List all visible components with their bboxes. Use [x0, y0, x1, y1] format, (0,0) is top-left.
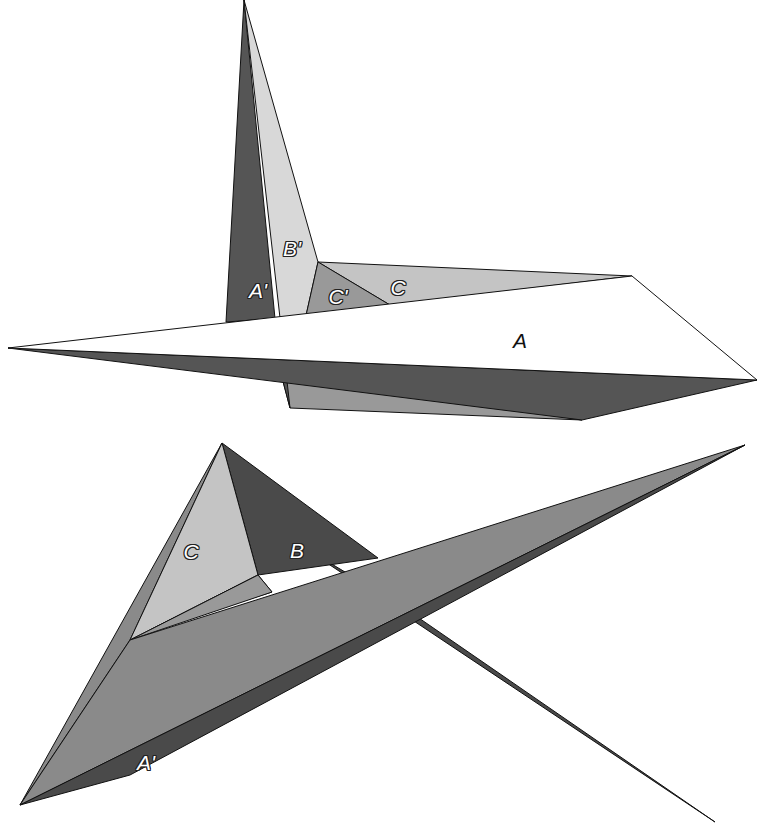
- face-label: C: [390, 277, 405, 298]
- face-label: C: [183, 541, 198, 562]
- face-label: A': [137, 752, 155, 773]
- face-label: A: [513, 330, 527, 351]
- face-label: C': [328, 286, 347, 307]
- face-label: B: [290, 540, 304, 561]
- face-label: B': [283, 238, 301, 259]
- face-label: A': [249, 280, 267, 301]
